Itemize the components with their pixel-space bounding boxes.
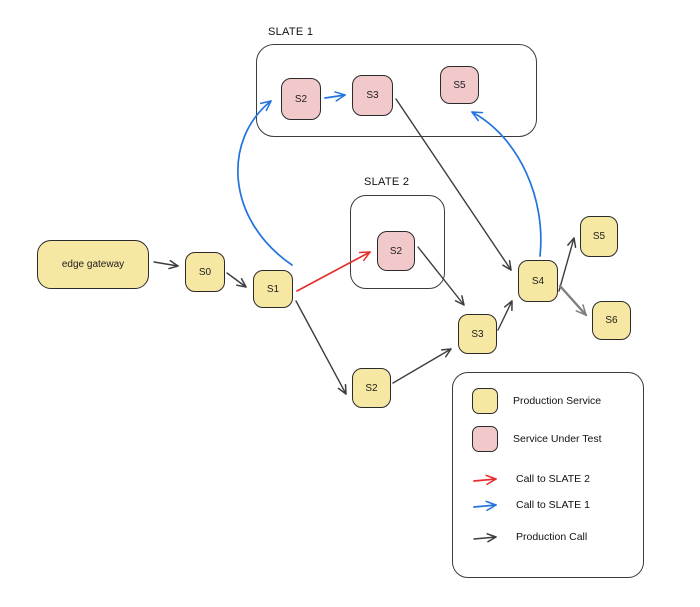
node-slate2-s2: S2 <box>377 231 415 271</box>
node-s5: S5 <box>580 216 618 257</box>
service-under-test-swatch <box>472 426 498 452</box>
arrow-slate1-s2-to-slate1-s3 <box>324 91 346 102</box>
legend-label-service-under-test: Service Under Test <box>513 433 602 445</box>
arrow-slate2-s2-to-s3 <box>417 246 465 306</box>
node-s3: S3 <box>458 314 497 354</box>
legend-row-service-under-test: Service Under Test <box>472 425 602 453</box>
legend-label-call-to-slate-1: Call to SLATE 1 <box>516 499 590 511</box>
red-arrow-icon <box>473 474 497 486</box>
arrow-slate1-s3-to-s4 <box>395 98 512 271</box>
arrow-s3-to-s4 <box>497 300 513 331</box>
node-slate1-s3: S3 <box>352 75 393 116</box>
production-service-swatch <box>472 388 498 414</box>
legend-row-production-service: Production Service <box>472 387 601 415</box>
node-s6: S6 <box>592 301 631 340</box>
node-slate1-s5: S5 <box>440 66 479 104</box>
legend-row-call-to-slate-1: Call to SLATE 1 <box>472 497 590 513</box>
legend-row-call-to-slate-2: Call to SLATE 2 <box>472 471 590 487</box>
arrow-s2-to-s3 <box>392 348 452 384</box>
legend-label-call-to-slate-2: Call to SLATE 2 <box>516 473 590 485</box>
node-s0: S0 <box>185 252 225 292</box>
node-s4: S4 <box>518 260 558 302</box>
slate2-title: SLATE 2 <box>364 176 410 188</box>
legend: Production Service Service Under Test Ca… <box>452 372 644 578</box>
arrow-s1-to-s2 <box>295 300 347 395</box>
legend-row-production-call: Production Call <box>472 529 587 545</box>
arrow-s4-to-slate1-s5 <box>471 111 542 257</box>
arrow-s0-to-s1 <box>226 272 247 288</box>
node-s1: S1 <box>253 270 293 308</box>
arrow-s1-to-slate2-s2 <box>296 251 371 292</box>
slate1-title: SLATE 1 <box>268 26 314 38</box>
node-slate1-s2: S2 <box>281 78 321 120</box>
arrow-s1-to-slate1-s2 <box>237 100 293 266</box>
slate2-container <box>350 195 445 289</box>
arrow-s4-to-s5 <box>558 237 577 292</box>
legend-label-production-service: Production Service <box>513 395 602 407</box>
arrow-gateway-to-s0 <box>153 259 179 270</box>
arrow-s4-to-s6 <box>558 284 588 317</box>
slate1-container <box>256 44 537 137</box>
node-edge-gateway: edge gateway <box>37 240 149 289</box>
node-s2: S2 <box>352 368 391 408</box>
black-arrow-icon <box>473 533 497 543</box>
blue-arrow-icon <box>473 500 497 512</box>
legend-label-production-call: Production Call <box>516 531 588 543</box>
